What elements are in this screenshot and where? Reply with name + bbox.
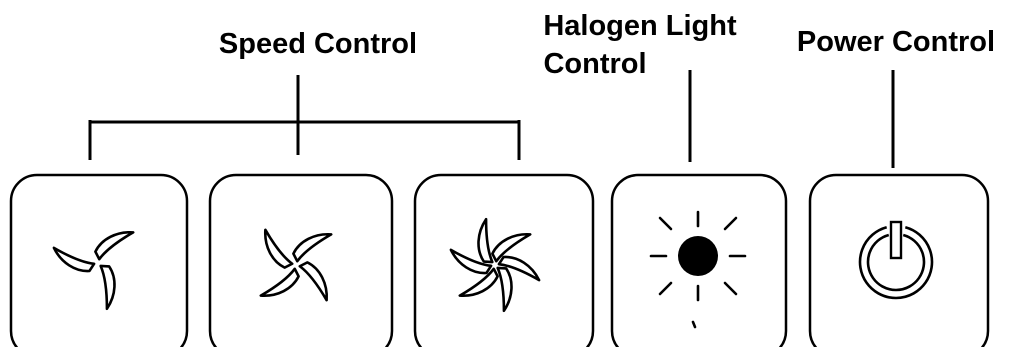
fan-blade	[99, 264, 116, 311]
speed-low-button[interactable]	[9, 173, 189, 347]
button-frame	[208, 173, 394, 347]
speed-control-bracket	[88, 75, 521, 160]
speed-control-label: Speed Control	[219, 28, 417, 60]
button-frame	[808, 173, 990, 347]
bulb-core	[678, 236, 718, 276]
light-ray	[723, 281, 738, 296]
power-button[interactable]	[808, 173, 990, 347]
light-bulb-icon	[649, 210, 747, 329]
halogen-light-label-line1: Halogen Light	[543, 10, 737, 42]
fan-blade	[52, 246, 96, 273]
fan-3-blade-icon	[52, 231, 135, 311]
button-frame	[9, 173, 189, 347]
power-control-label: Power Control	[797, 26, 995, 58]
speed-medium-button[interactable]	[208, 173, 394, 347]
light-ray	[658, 216, 673, 231]
light-ray	[658, 281, 673, 296]
fan-6-blade-icon	[449, 217, 541, 313]
fan-blade	[292, 233, 333, 263]
fan-blade	[477, 217, 494, 264]
power-ring-outer	[858, 225, 934, 300]
fan-blade	[497, 255, 541, 282]
fan-blade	[264, 228, 294, 269]
fan-blade	[298, 261, 328, 302]
light-ray	[691, 320, 697, 329]
fan-blade	[449, 248, 493, 275]
power-ring-inner	[866, 233, 926, 292]
fan-blade	[259, 267, 300, 297]
fan-blade	[491, 233, 532, 263]
fan-blade	[94, 231, 135, 261]
light-ray	[723, 216, 738, 231]
halogen-light-button[interactable]	[610, 173, 788, 347]
fan-blade	[496, 266, 513, 313]
fan-blade	[458, 267, 499, 297]
speed-high-button[interactable]	[413, 173, 595, 347]
fan-4-blade-icon	[259, 228, 333, 302]
halogen-light-label-line2: Control	[543, 48, 646, 80]
power-stem	[889, 220, 903, 260]
power-icon	[858, 220, 934, 300]
